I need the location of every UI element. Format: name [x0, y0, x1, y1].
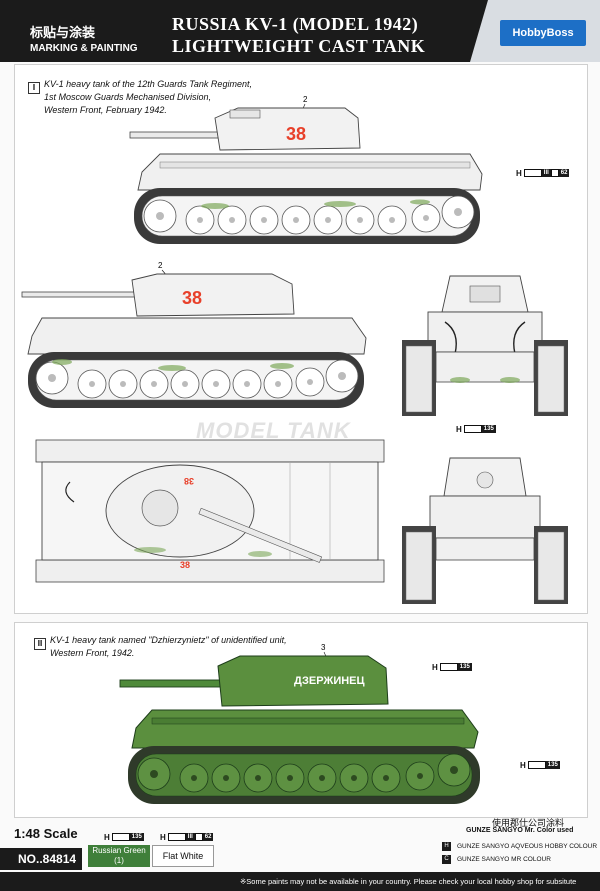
turret-slogan: ДЗЕРЖИНЕЦ — [294, 675, 365, 687]
legend-h2-box — [167, 833, 186, 841]
part-number: NO..84814 — [0, 848, 82, 870]
bottom-note-bar: ※Some paints may not be available in you… — [0, 872, 600, 891]
section-2-number: II — [34, 638, 46, 650]
turret-marking-38-a: 38 — [286, 124, 306, 144]
turret-marking-38-top-b: 38 — [180, 560, 190, 570]
section-2-caption: KV-1 heavy tank named "Dzhierzynietz" of… — [50, 634, 287, 660]
tank-white-side-view-1: 2 38 — [129, 95, 483, 244]
watermark: MODEL TANK — [196, 418, 351, 443]
marker-h-box2 — [550, 169, 559, 177]
legend-row-aqueous: H GUNZE SANGYO AQVEOUS HOBBY COLOUR — [442, 842, 597, 851]
legend-h2-label: H — [160, 832, 166, 842]
marker-h3-box — [439, 663, 458, 671]
marker-h-135-a: H 135 — [456, 424, 496, 434]
header-title-cn: 标贴与涂装 — [30, 26, 96, 41]
model-title-line1: RUSSIA KV-1 (MODEL 1942) — [172, 14, 419, 34]
marker-h-box — [523, 169, 542, 177]
marker-h4-box — [527, 761, 546, 769]
marker-h-135-c: H 135 — [520, 760, 560, 770]
section-2-caption-line1: KV-1 heavy tank named "Dzhierzynietz" of… — [50, 635, 287, 645]
tank-white-top-view: 38 38 — [35, 439, 385, 583]
tank-white-side-view-2: 2 38 — [21, 261, 367, 408]
section-1-caption-line2: 1st Moscow Guards Mechanised Division, — [44, 92, 212, 102]
turret-marking-38-top-a: 38 — [184, 476, 194, 486]
decal-callout-3: 3 — [321, 643, 326, 652]
model-title-line2: LIGHTWEIGHT CAST TANK — [172, 36, 426, 56]
turret-marking-38-b: 38 — [182, 288, 202, 308]
legend-swatch-h: H — [442, 842, 451, 851]
color1-name: Russian Green — [92, 846, 146, 855]
legend-h-box — [111, 833, 130, 841]
legend-row1-text: GUNZE SANGYO AQVEOUS HOBBY COLOUR — [457, 843, 598, 850]
legend-swatch-c: C — [442, 855, 451, 864]
legend-h2-box2 — [194, 833, 203, 841]
marker-h-135-b: H 135 — [432, 662, 472, 672]
color-swatch-flat-white: Flat White — [152, 845, 214, 867]
marker-h4-label: H — [520, 760, 526, 770]
decal-callout-2b: 2 — [158, 261, 163, 270]
legend-h-135: H 135 — [104, 832, 144, 842]
section-1-caption-line1: KV-1 heavy tank of the 12th Guards Tank … — [44, 79, 252, 89]
legend-h-iii-62: H III 62 — [160, 832, 214, 842]
decal-callout-2a: 2 — [303, 95, 308, 104]
color1-code: (1) — [114, 856, 124, 865]
legend-h-label: H — [104, 832, 110, 842]
legend-h2-num-a: III — [185, 833, 195, 841]
legend-h-num: 135 — [129, 833, 144, 841]
legend-row-mr-colour: C GUNZE SANGYO MR COLOUR — [442, 855, 551, 864]
color-swatch-russian-green: Russian Green (1) — [88, 845, 150, 867]
tank-white-rear-view — [402, 275, 568, 416]
section-1-caption: KV-1 heavy tank of the 12th Guards Tank … — [44, 78, 252, 117]
marker-h-num-b: 62 — [558, 169, 570, 177]
marker-h-label: H — [516, 168, 522, 178]
brand-logo: HobbyBoss — [500, 20, 586, 46]
header-bar: 标贴与涂装 MARKING & PAINTING RUSSIA KV-1 (MO… — [0, 0, 600, 62]
legend-h2-num-b: 62 — [202, 833, 214, 841]
section-2-caption-line2: Western Front, 1942. — [50, 648, 135, 658]
header-title-en: MARKING & PAINTING — [30, 43, 138, 54]
bottom-note: ※Some paints may not be available in you… — [240, 877, 577, 886]
tank-white-front-view — [402, 457, 568, 604]
section-1-number: I — [28, 82, 40, 94]
marker-h3-num: 135 — [457, 663, 472, 671]
marker-h-iii-62: H III 62 — [516, 168, 570, 178]
marker-h2-num: 135 — [481, 425, 496, 433]
gunze-note-en: GUNZE SANGYO Mr. Color used — [466, 827, 574, 834]
marker-h2-label: H — [456, 424, 462, 434]
gunze-note-cn: 使用郡仕公司涂料 — [492, 819, 565, 829]
tank-green-side-view: 3 ДЗЕРЖИНЕЦ — [119, 643, 480, 804]
marker-h4-num: 135 — [545, 761, 560, 769]
section-1-caption-line3: Western Front, February 1942. — [44, 105, 167, 115]
marker-h-num-a: III — [541, 169, 551, 177]
scale-label: 1:48 Scale — [14, 826, 78, 841]
marker-h2-box — [463, 425, 482, 433]
legend-row2-text: GUNZE SANGYO MR COLOUR — [457, 856, 551, 863]
marker-h3-label: H — [432, 662, 438, 672]
